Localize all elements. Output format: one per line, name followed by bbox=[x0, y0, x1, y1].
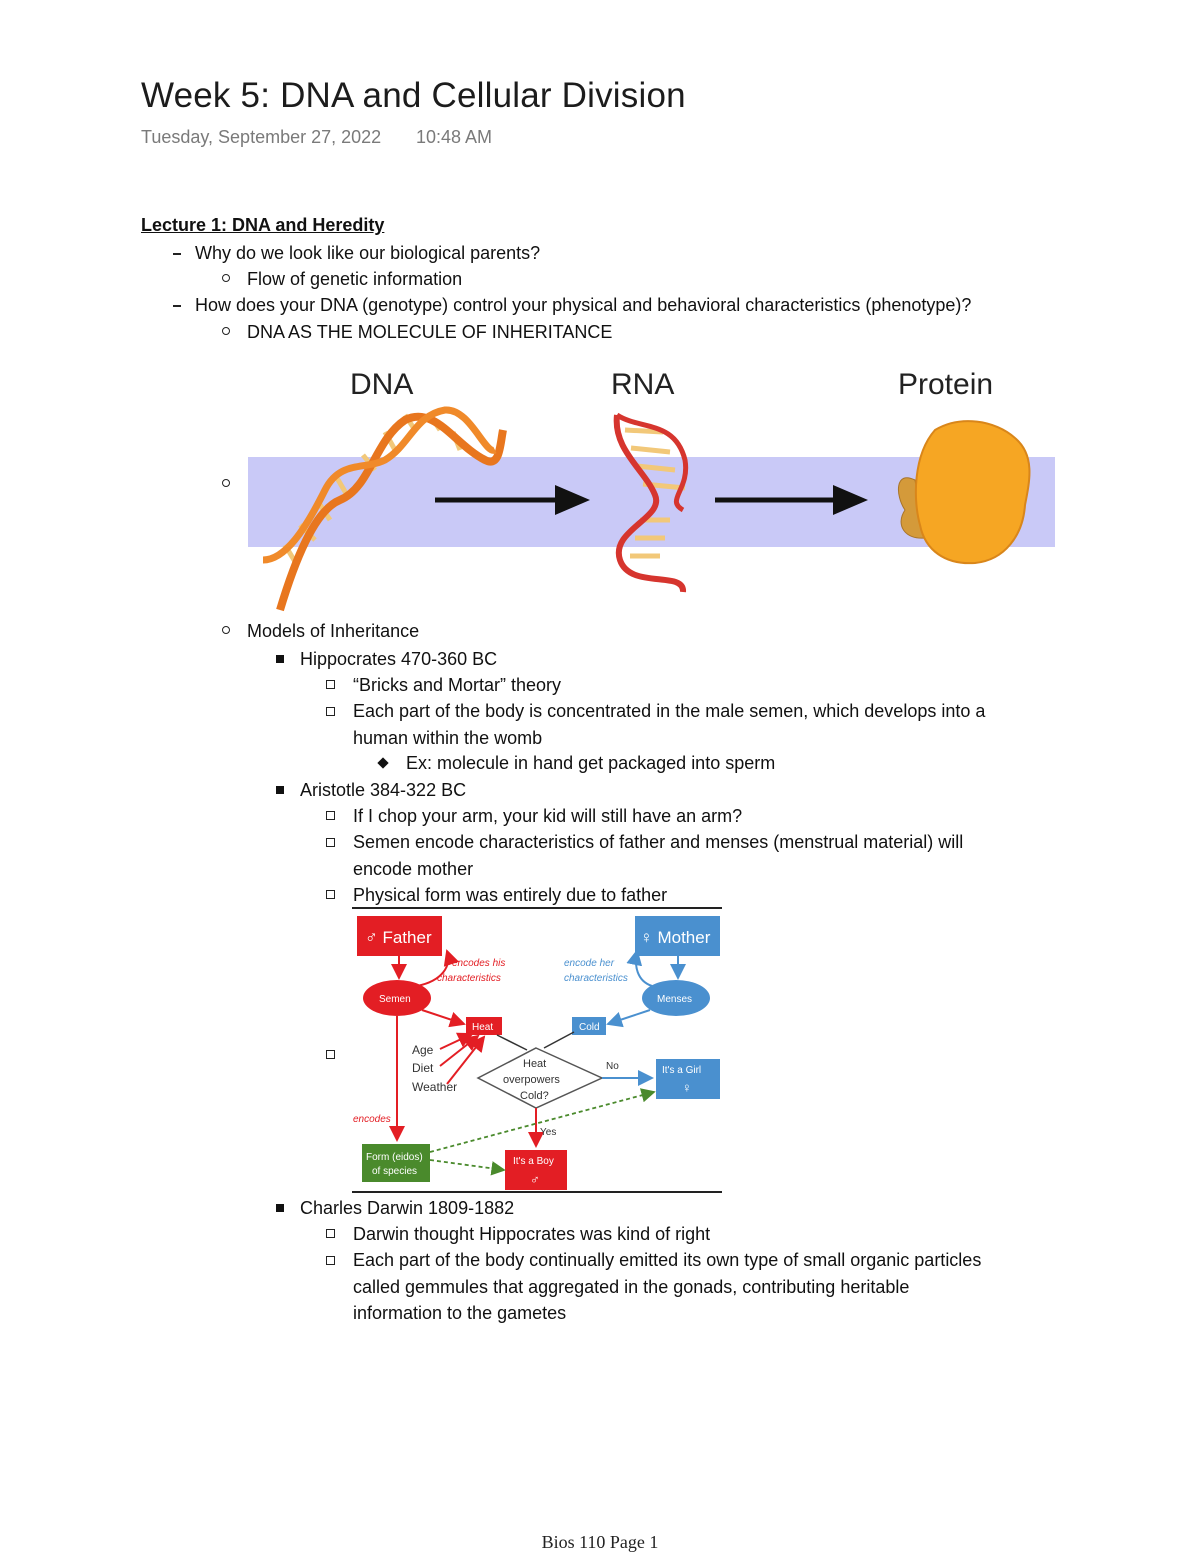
dna-helix-icon bbox=[262, 406, 507, 612]
encodes-label: encodes bbox=[353, 1114, 391, 1125]
note-line: called gemmules that aggregated in the g… bbox=[353, 1277, 910, 1297]
no-label: No bbox=[606, 1061, 619, 1072]
arrow-head bbox=[555, 485, 590, 515]
note-line: Darwin thought Hippocrates was kind of r… bbox=[353, 1224, 711, 1244]
semen-node bbox=[363, 980, 431, 1016]
note-line: encode mother bbox=[353, 859, 474, 879]
circle-bullet bbox=[222, 274, 230, 282]
note-line: Aristotle 384-322 BC bbox=[300, 780, 467, 800]
note-line: “Bricks and Mortar” theory bbox=[353, 675, 562, 695]
circle-bullet bbox=[222, 626, 230, 634]
cold-box bbox=[572, 1017, 606, 1035]
encode-her-label: encode her bbox=[564, 958, 615, 969]
circle-bullet bbox=[222, 479, 230, 487]
dna-label: DNA bbox=[350, 368, 413, 401]
square-bullet bbox=[276, 655, 284, 663]
hollow-square-bullet bbox=[326, 1256, 335, 1265]
note-line: If I chop your arm, your kid will still … bbox=[353, 806, 743, 826]
form-label-2: of species bbox=[372, 1166, 417, 1177]
encode-her-label-2: characteristics bbox=[564, 973, 628, 984]
semen-label: Semen bbox=[379, 994, 411, 1005]
girl-box bbox=[656, 1059, 720, 1099]
father-box bbox=[357, 916, 442, 956]
age-label: Age bbox=[412, 1043, 434, 1057]
diet-label: Diet bbox=[412, 1061, 434, 1075]
note-line: Semen encode characteristics of father a… bbox=[353, 832, 964, 852]
boy-box bbox=[505, 1150, 567, 1190]
form-label-1: Form (eidos) bbox=[366, 1152, 423, 1163]
boy-label: It's a Boy bbox=[513, 1156, 554, 1167]
yes-label: Yes bbox=[540, 1127, 556, 1138]
decision-text-2: overpowers bbox=[503, 1074, 560, 1086]
heat-label: Heat bbox=[472, 1022, 493, 1033]
aristotle-inheritance-diagram: ♂ Father ♀ Mother encodes his characteri… bbox=[352, 907, 722, 1193]
cold-label: Cold bbox=[579, 1022, 600, 1033]
hollow-square-bullet bbox=[326, 838, 335, 847]
hollow-square-bullet bbox=[326, 707, 335, 716]
circle-bullet bbox=[222, 327, 230, 335]
form-box bbox=[362, 1144, 430, 1182]
note-line: information to the gametes bbox=[353, 1303, 567, 1323]
mother-box bbox=[635, 916, 720, 956]
note-line: human within the womb bbox=[353, 728, 543, 748]
diamond-bullet bbox=[377, 757, 389, 769]
note-line: DNA AS THE MOLECULE OF INHERITANCE bbox=[247, 322, 613, 342]
dash-bullet bbox=[173, 253, 181, 255]
note-line: Flow of genetic information bbox=[247, 269, 463, 289]
hollow-square-bullet bbox=[326, 1050, 335, 1059]
protein-label: Protein bbox=[898, 368, 993, 401]
dash-bullet bbox=[173, 305, 181, 307]
menses-label: Menses bbox=[657, 994, 692, 1005]
note-line: Each part of the body is concentrated in… bbox=[353, 701, 986, 721]
protein-blob-icon bbox=[897, 420, 1031, 565]
page-footer: Bios 110 Page 1 bbox=[541, 1532, 659, 1552]
square-bullet bbox=[276, 786, 284, 794]
note-line: Hippocrates 470-360 BC bbox=[300, 649, 498, 669]
decision-text-1: Heat bbox=[523, 1058, 546, 1070]
hollow-square-bullet bbox=[326, 890, 335, 899]
note-line: Charles Darwin 1809-1882 bbox=[300, 1198, 515, 1218]
lecture-heading: Lecture 1: DNA and Heredity bbox=[141, 215, 385, 235]
heat-box bbox=[466, 1017, 502, 1035]
rna-strand-icon bbox=[613, 412, 689, 593]
father-label: ♂ Father bbox=[365, 928, 432, 947]
note-line: Physical form was entirely due to father bbox=[353, 885, 668, 905]
note-line: Why do we look like our biological paren… bbox=[195, 243, 541, 263]
hollow-square-bullet bbox=[326, 811, 335, 820]
note-line: How does your DNA (genotype) control you… bbox=[195, 295, 972, 315]
encodes-his-label-2: characteristics bbox=[437, 973, 501, 984]
page-date: Tuesday, September 27, 2022 bbox=[141, 127, 382, 147]
page-title: Week 5: DNA and Cellular Division bbox=[141, 76, 686, 115]
square-bullet bbox=[276, 1204, 284, 1212]
rna-label: RNA bbox=[611, 368, 674, 401]
central-dogma-figure: DNA RNA Protein bbox=[248, 368, 1055, 612]
hollow-square-bullet bbox=[326, 1229, 335, 1238]
note-line: Models of Inheritance bbox=[247, 621, 420, 641]
mother-label: ♀ Mother bbox=[640, 928, 711, 947]
note-line: Each part of the body continually emitte… bbox=[353, 1250, 982, 1270]
boy-symbol: ♂ bbox=[530, 1172, 540, 1187]
girl-symbol: ♀ bbox=[682, 1080, 692, 1095]
weather-label: Weather bbox=[412, 1080, 457, 1094]
page-time: 10:48 AM bbox=[416, 127, 493, 147]
menses-node bbox=[642, 980, 710, 1016]
note-line: Ex: molecule in hand get packaged into s… bbox=[406, 753, 776, 773]
arrow-head bbox=[833, 485, 868, 515]
decision-text-3: Cold? bbox=[520, 1090, 549, 1102]
girl-label: It's a Girl bbox=[662, 1065, 701, 1076]
encodes-his-label: encodes his bbox=[452, 958, 505, 969]
hollow-square-bullet bbox=[326, 680, 335, 689]
